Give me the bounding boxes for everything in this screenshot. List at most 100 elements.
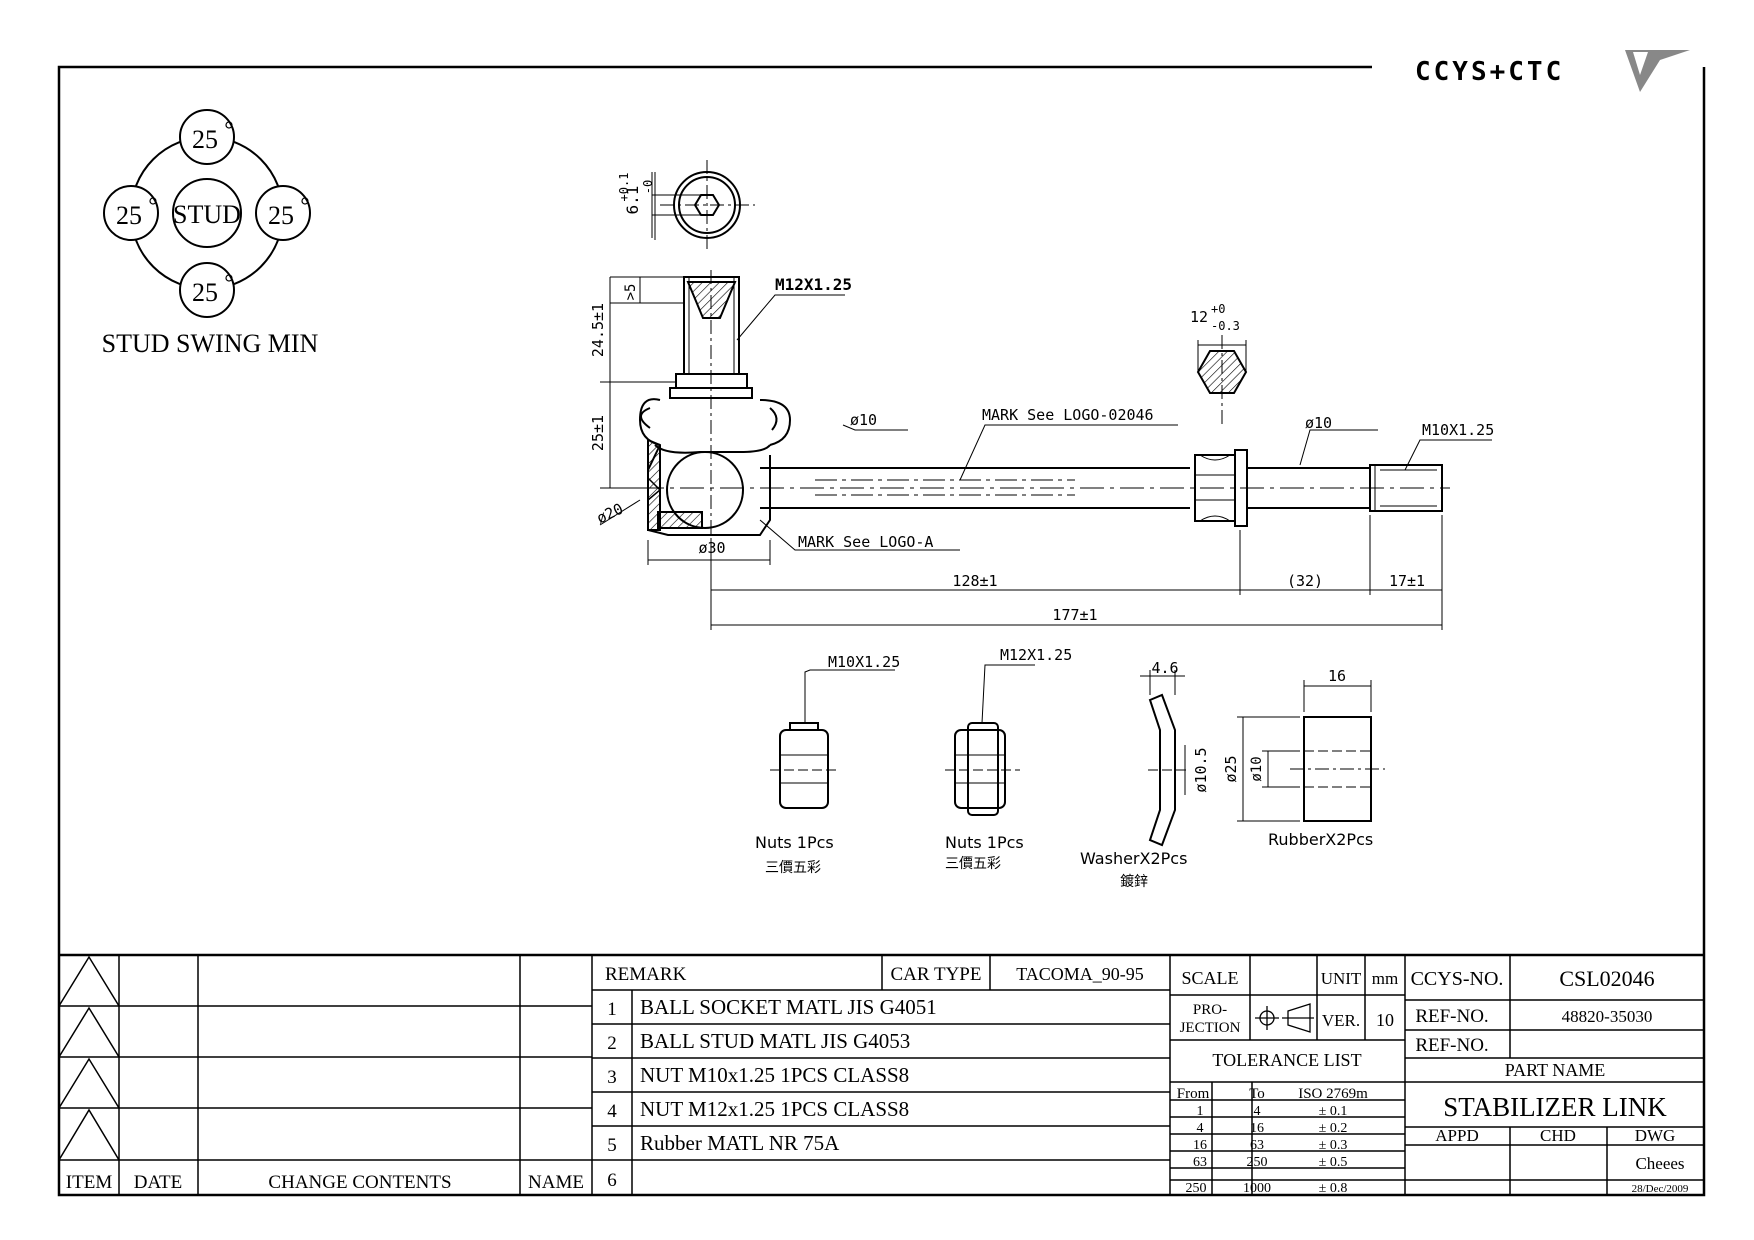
title-block: CCYS-NO. CSL02046 REF-NO. 48820-35030 RE… (1411, 966, 1689, 1195)
washer-dia: ø10.5 (1192, 747, 1210, 792)
dim-24-5: 24.5±1 (589, 303, 607, 357)
tol-value: ± 0.3 (1319, 1138, 1348, 1153)
rubber-label: RubberX2Pcs (1268, 830, 1373, 849)
remark-row-text: BALL SOCKET MATL JIS G4051 (640, 995, 937, 1019)
nut-m10-drawing (770, 669, 895, 809)
car-type-label: CAR TYPE (891, 964, 982, 985)
header-change-contents: CHANGE CONTENTS (268, 1172, 451, 1193)
scale-label: SCALE (1181, 968, 1238, 988)
dim-61-minus: -0 (641, 180, 655, 194)
dim-61-plus: +0.1 (617, 173, 631, 202)
thread-m10-label: M10X1.25 (1422, 421, 1494, 439)
unit-value: mm (1372, 969, 1398, 988)
revision-table: ITEM DATE CHANGE CONTENTS NAME (66, 1172, 584, 1193)
hex-12: 12 (1190, 308, 1208, 326)
remark-header: REMARK (605, 964, 687, 985)
dim-32: (32) (1287, 572, 1323, 590)
rubber-d10: ø10 (1249, 756, 1265, 781)
drawing-frame (57, 65, 1706, 1197)
tol-from: 4 (1197, 1121, 1204, 1136)
tol-from: 1 (1197, 1104, 1204, 1119)
drawer-name: Cheees (1635, 1154, 1684, 1173)
nut2-sub: 三價五彩 (945, 855, 1001, 872)
tol-value: ± 0.1 (1319, 1104, 1348, 1119)
part-name-label: PART NAME (1505, 1060, 1605, 1080)
nut2-thread: M12X1.25 (1000, 646, 1072, 664)
chd-label: CHD (1540, 1126, 1576, 1145)
remark-row-no: 4 (607, 1101, 617, 1122)
rubber-drawing (1237, 680, 1385, 822)
car-type-value: TACOMA_90-95 (1016, 964, 1144, 984)
dim-128: 128±1 (952, 572, 997, 590)
tol-header-from: From (1177, 1086, 1210, 1102)
dim-177: 177±1 (1052, 606, 1097, 624)
hex-12-minus: -0.3 (1211, 319, 1240, 333)
tol-to: 16 (1250, 1121, 1264, 1136)
nut1-label: Nuts 1Pcs (755, 833, 834, 852)
unit-label: UNIT (1321, 969, 1362, 988)
thread-m12-label: M12X1.25 (775, 275, 852, 294)
dimension-lines (599, 172, 1492, 630)
appd-label: APPD (1435, 1126, 1478, 1145)
spec-table: SCALE UNIT mm PRO- JECTION VER. 10 TOLER… (1177, 968, 1398, 1196)
swing-caption: STUD SWING MIN (102, 329, 319, 358)
remark-row-no: 1 (607, 999, 617, 1020)
tol-from: 16 (1193, 1138, 1207, 1153)
nut1-thread: M10X1.25 (828, 653, 900, 671)
dia-30: ø30 (698, 539, 725, 557)
dia-10-left: ø10 (850, 411, 877, 429)
main-drawing-labels: 6.1 +0.1 -0 M12X1.25 >5 24.5±1 25±1 ø10 … (589, 173, 1494, 624)
dim-61: 6.1 (623, 186, 642, 215)
nut1-sub: 三價五彩 (765, 859, 821, 876)
washer-drawing (1140, 670, 1190, 847)
tol-to: 250 (1247, 1155, 1268, 1170)
tol-to: 1000 (1243, 1181, 1271, 1196)
washer-label: WasherX2Pcs (1080, 849, 1187, 868)
tolerance-title: TOLERANCE LIST (1212, 1050, 1361, 1070)
ver-label: VER. (1322, 1011, 1360, 1030)
dim-17: 17±1 (1389, 572, 1425, 590)
tol-header-iso: ISO 2769m (1298, 1086, 1368, 1102)
tol-from: 63 (1193, 1155, 1207, 1170)
drawing-date: 28/Dec/2009 (1632, 1183, 1689, 1195)
swing-angle-left: 25 (116, 201, 142, 230)
ref-no-label-2: REF-NO. (1415, 1035, 1488, 1056)
projection-label-1: PRO- (1193, 1002, 1227, 1018)
tol-to: 63 (1250, 1138, 1264, 1153)
mark-logo-a-label: MARK See LOGO-A (798, 533, 933, 551)
ref-no-label-1: REF-NO. (1415, 1006, 1488, 1027)
rubber-d25: ø25 (1222, 755, 1240, 782)
tol-header-to: To (1249, 1086, 1265, 1102)
remark-row-no: 5 (607, 1135, 617, 1156)
main-assembly-drawing (638, 160, 1450, 540)
projection-symbol-icon (1255, 1003, 1314, 1033)
header-date: DATE (134, 1172, 183, 1193)
title-block-grid (58, 953, 1704, 1195)
remark-row-text: NUT M10x1.25 1PCS CLASS8 (640, 1063, 909, 1087)
tol-value: ± 0.5 (1319, 1155, 1348, 1170)
rubber-dim: 16 (1328, 667, 1346, 685)
ccys-no-label: CCYS-NO. (1411, 968, 1504, 990)
remark-row-text: NUT M12x1.25 1PCS CLASS8 (640, 1097, 909, 1121)
dia-10-right: ø10 (1305, 414, 1332, 432)
mark-logo-label: MARK See LOGO-02046 (982, 406, 1154, 424)
nut-m12-drawing (945, 664, 1035, 816)
swing-stud-label: STUD (173, 200, 241, 229)
tol-value: ± 0.2 (1319, 1121, 1348, 1136)
remark-table: REMARK CAR TYPE TACOMA_90-95 1 BALL SOCK… (605, 964, 1144, 1191)
swing-angle-top: 25 (192, 125, 218, 154)
logo-text: CCYS+CTC (1415, 57, 1564, 87)
nut2-label: Nuts 1Pcs (945, 833, 1024, 852)
remark-row-text: BALL STUD MATL JIS G4053 (640, 1029, 910, 1053)
washer-dim: 4.6 (1151, 659, 1178, 677)
ver-value: 10 (1376, 1010, 1394, 1030)
remark-row-no: 6 (607, 1170, 617, 1191)
dwg-label: DWG (1635, 1126, 1676, 1145)
header-item: ITEM (66, 1172, 113, 1193)
hex-12-plus: +0 (1211, 302, 1225, 316)
projection-label-2: JECTION (1180, 1020, 1241, 1036)
swing-angle-right: 25 (268, 201, 294, 230)
dia-20: ø20 (594, 500, 626, 528)
washer-sub: 鍍鋅 (1120, 873, 1148, 890)
tol-to: 4 (1254, 1104, 1261, 1119)
